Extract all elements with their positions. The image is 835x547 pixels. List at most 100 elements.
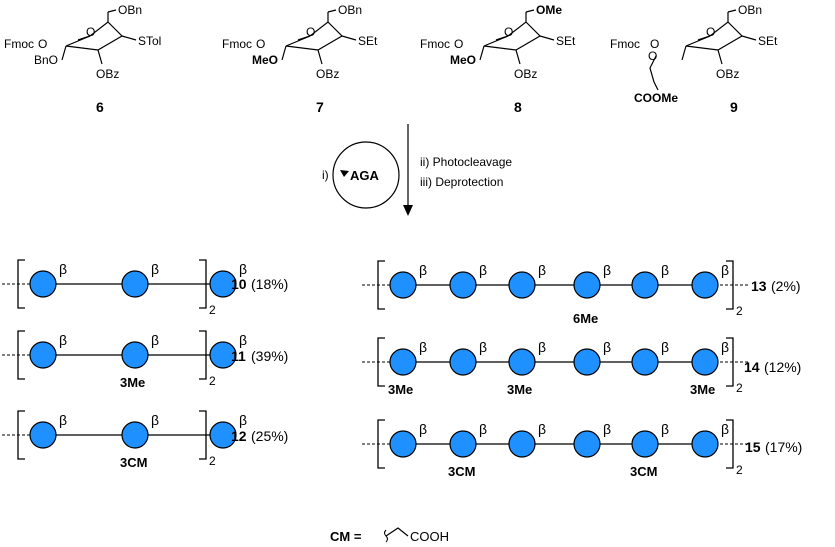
c2-substituent: OBz <box>716 67 739 81</box>
glucose-residue <box>631 348 659 376</box>
c4-substituent: Fmoc <box>222 37 252 51</box>
beta-linkage-label: β <box>239 332 247 348</box>
product-label-14: 14 (12%) <box>744 359 801 375</box>
yield-value: (17%) <box>765 439 802 455</box>
beta-linkage-label: β <box>603 421 611 437</box>
building-block-9: OBn Fmoc O O COOMe OBz SEt O 9 <box>610 3 778 115</box>
beta-linkage-label: β <box>151 332 159 348</box>
glucose-residue <box>449 348 477 376</box>
c2-substituent: OBz <box>316 67 339 81</box>
cycle-arrowhead-icon <box>340 170 349 177</box>
beta-linkage-label: β <box>151 412 159 428</box>
compound-number: 11 <box>231 348 246 364</box>
step-iii-label: iii) Deprotection <box>420 175 503 189</box>
compound-number: 12 <box>231 428 247 444</box>
c1-substituent: SEt <box>556 34 576 48</box>
beta-linkage-label: β <box>479 262 487 278</box>
beta-linkage-label: β <box>239 412 247 428</box>
glucose-residue <box>29 421 57 449</box>
product-12: 2 β β β 3CM <box>2 410 247 470</box>
glucose-residue <box>508 271 536 299</box>
beta-linkage-label: β <box>538 339 546 355</box>
cm-legend: CM = COOH <box>330 527 449 544</box>
bracket-right <box>726 260 734 310</box>
beta-linkage-label: β <box>419 262 427 278</box>
beta-linkage-label: β <box>661 262 669 278</box>
beta-linkage-label: β <box>603 262 611 278</box>
glucose-residue <box>389 271 417 299</box>
arrow-down-icon <box>403 205 413 216</box>
bracket-left <box>17 410 25 460</box>
building-block-6: OBn Fmoc O BnO OBz STol O 6 <box>4 3 161 115</box>
modification-label: 6Me <box>573 311 598 326</box>
beta-linkage-label: β <box>59 332 67 348</box>
glucose-residue <box>121 270 149 298</box>
beta-linkage-label: β <box>419 421 427 437</box>
svg-text:O: O <box>706 25 715 39</box>
product-label-11: 11 (39%) <box>231 348 288 364</box>
bracket-left <box>17 330 25 380</box>
yield-value: (39%) <box>251 348 288 364</box>
glucose-residue <box>631 271 659 299</box>
beta-linkage-label: β <box>239 261 247 277</box>
yield-value: (2%) <box>771 278 801 294</box>
glucose-residue <box>508 430 536 458</box>
repeat-subscript: 2 <box>736 463 743 477</box>
bracket-right <box>199 330 207 380</box>
glucose-residue <box>573 271 601 299</box>
glucose-residue <box>121 341 149 369</box>
glucose-residue <box>209 421 237 449</box>
c2-substituent: OBz <box>514 67 537 81</box>
bracket-left <box>377 419 385 469</box>
c4-substituent: Fmoc <box>4 37 34 51</box>
bracket-right <box>726 419 734 469</box>
product-label-12: 12 (25%) <box>231 428 288 444</box>
c4-substituent: Fmoc <box>420 37 450 51</box>
c4-substituent: Fmoc <box>610 37 640 51</box>
compound-number: 15 <box>745 439 761 455</box>
legend-structure: COOH <box>410 529 449 544</box>
glucose-residue <box>389 430 417 458</box>
glucose-residue <box>573 348 601 376</box>
repeat-subscript: 2 <box>209 374 216 388</box>
cycle-label: AGA <box>350 168 380 183</box>
svg-text:O: O <box>86 25 95 39</box>
svg-text:O: O <box>38 37 47 51</box>
compound-number: 10 <box>231 276 247 292</box>
legend-abbr: CM = <box>330 529 362 544</box>
repeat-subscript: 2 <box>209 454 216 468</box>
bracket-left <box>17 259 25 309</box>
bracket-right <box>199 259 207 309</box>
beta-linkage-label: β <box>479 421 487 437</box>
beta-linkage-label: β <box>479 339 487 355</box>
c6-substituent: OMe <box>536 3 562 17</box>
beta-linkage-label: β <box>59 412 67 428</box>
modification-label: 3CM <box>120 455 147 470</box>
beta-linkage-label: β <box>151 261 159 277</box>
repeat-subscript: 2 <box>736 304 743 318</box>
compound-number: 14 <box>744 359 760 375</box>
repeat-subscript: 2 <box>209 303 216 317</box>
glucose-residue <box>209 341 237 369</box>
yield-value: (18%) <box>251 276 288 292</box>
svg-text:O: O <box>454 37 463 51</box>
glucose-residue <box>389 348 417 376</box>
glucose-residue <box>691 430 719 458</box>
c2-substituent: OBz <box>96 67 119 81</box>
beta-linkage-label: β <box>721 262 729 278</box>
glucose-residue <box>691 271 719 299</box>
aga-cycle: AGA i) <box>322 141 400 209</box>
yield-value: (12%) <box>764 359 801 375</box>
svg-text:O: O <box>650 37 659 51</box>
building-block-7: OBn Fmoc O MeO OBz SEt O 7 <box>222 3 378 115</box>
reaction-arrow <box>403 124 413 216</box>
svg-text:O: O <box>648 49 657 63</box>
c1-substituent: STol <box>138 34 161 48</box>
modification-label: 3Me <box>388 382 413 397</box>
modification-label: 3Me <box>690 382 715 397</box>
